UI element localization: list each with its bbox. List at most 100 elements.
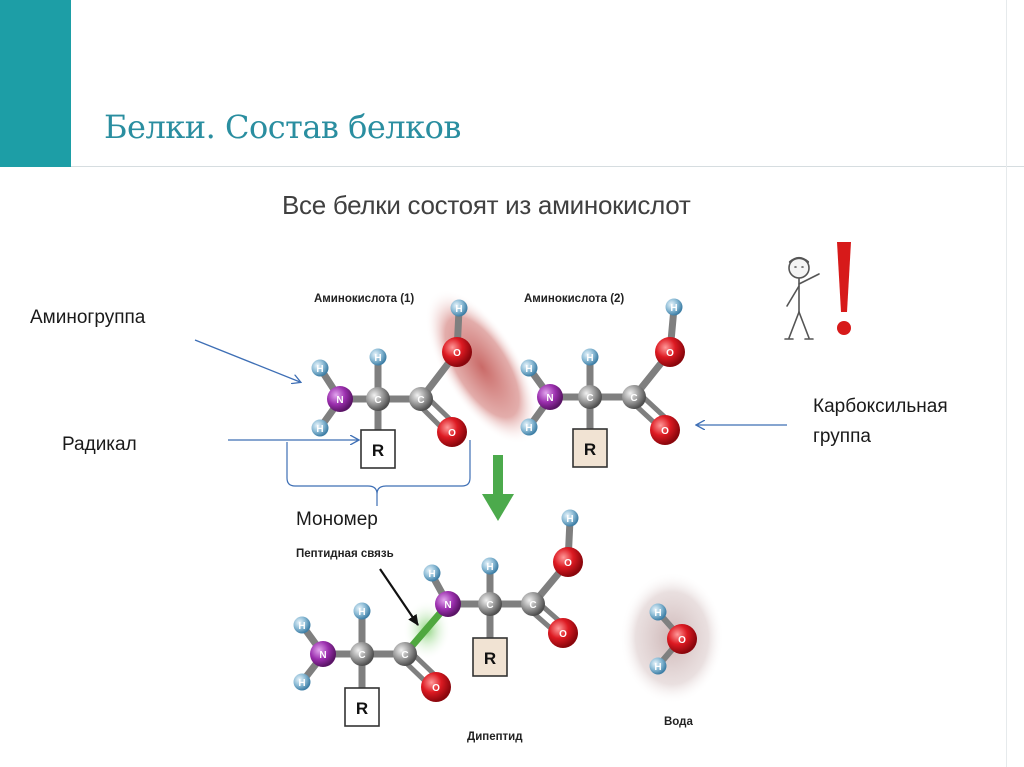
svg-text:N: N xyxy=(546,393,553,404)
svg-text:H: H xyxy=(525,364,532,375)
svg-text:R: R xyxy=(484,649,496,668)
amino-acid-2-bonds xyxy=(525,304,678,434)
oxygen-atom: O xyxy=(553,547,583,577)
svg-text:O: O xyxy=(448,428,456,439)
oxygen-atom: O xyxy=(667,624,697,654)
svg-text:C: C xyxy=(417,395,424,406)
accent-bar xyxy=(0,0,71,167)
carbon-atom: C xyxy=(478,592,502,616)
amino-group-label: Аминогруппа xyxy=(30,307,146,328)
water-molecule: H H O xyxy=(649,603,697,675)
svg-text:C: C xyxy=(401,650,408,661)
hydrogen-atom: H xyxy=(353,602,371,620)
header-divider xyxy=(71,166,1024,167)
monomer-brace xyxy=(286,440,471,506)
svg-text:H: H xyxy=(358,607,365,618)
reaction-highlight xyxy=(425,289,539,445)
svg-text:C: C xyxy=(630,393,637,404)
nitrogen-atom: N xyxy=(327,386,353,412)
radical-box: R xyxy=(472,637,508,677)
svg-text:O: O xyxy=(678,635,686,646)
hydrogen-atom: H xyxy=(665,298,683,316)
svg-text:H: H xyxy=(586,353,593,364)
svg-text:N: N xyxy=(444,600,451,611)
svg-text:O: O xyxy=(559,629,567,640)
dipeptide-caption: Дипептид xyxy=(467,731,523,743)
hydrogen-atom: H xyxy=(311,419,329,437)
monomer-label: Мономер xyxy=(296,509,378,530)
svg-text:C: C xyxy=(358,650,365,661)
hydrogen-atom: H xyxy=(561,509,579,527)
carbon-atom: C xyxy=(578,385,602,409)
carbon-atom: C xyxy=(393,642,417,666)
reaction-arrow xyxy=(482,455,514,521)
svg-text:O: O xyxy=(453,348,461,359)
svg-text:H: H xyxy=(486,562,493,573)
right-edge-line xyxy=(1006,0,1007,767)
exclamation-icon xyxy=(837,242,851,335)
amino-acid-2-caption: Аминокислота (2) xyxy=(524,293,624,305)
svg-text:C: C xyxy=(486,600,493,611)
hydrogen-atom: H xyxy=(450,299,468,317)
svg-text:H: H xyxy=(654,608,661,619)
svg-text:H: H xyxy=(374,353,381,364)
amino-acid-1-caption: Аминокислота (1) xyxy=(314,293,414,305)
amino-acid-2-atoms: H H N H C C O H O R xyxy=(520,298,685,468)
svg-text:O: O xyxy=(661,426,669,437)
peptide-bond-caption: Пептидная связь xyxy=(296,548,394,560)
svg-text:H: H xyxy=(525,423,532,434)
carboxyl-label-line2: группа xyxy=(813,426,871,447)
svg-text:C: C xyxy=(529,600,536,611)
hydrogen-atom: H xyxy=(311,359,329,377)
radical-box: R xyxy=(572,428,608,468)
svg-text:H: H xyxy=(670,303,677,314)
hydrogen-atom: H xyxy=(369,348,387,366)
stick-figure-icon xyxy=(784,256,820,340)
hydrogen-atom: H xyxy=(649,603,667,621)
hydrogen-atom: H xyxy=(293,616,311,634)
nitrogen-atom: N xyxy=(435,591,461,617)
carboxyl-label-line1: Карбоксильная xyxy=(813,396,948,417)
svg-text:R: R xyxy=(584,440,596,459)
svg-text:H: H xyxy=(298,621,305,632)
svg-text:N: N xyxy=(336,395,343,406)
hydrogen-atom: H xyxy=(649,657,667,675)
radical-box: R xyxy=(360,429,396,469)
svg-text:H: H xyxy=(428,569,435,580)
oxygen-atom: O xyxy=(421,672,451,702)
svg-text:O: O xyxy=(666,348,674,359)
hydrogen-atom: H xyxy=(481,557,499,575)
svg-text:R: R xyxy=(372,441,384,460)
amino-group-pointer xyxy=(194,339,300,382)
svg-text:O: O xyxy=(432,683,440,694)
dipeptide-atoms: H H N H C C O R H N H C C O H O R xyxy=(293,509,583,727)
attention-figure xyxy=(784,242,851,340)
carbon-atom: C xyxy=(521,592,545,616)
carbon-atom: C xyxy=(622,385,646,409)
nitrogen-atom: N xyxy=(537,384,563,410)
oxygen-atom: O xyxy=(548,618,578,648)
hydrogen-atom: H xyxy=(581,348,599,366)
svg-text:H: H xyxy=(316,424,323,435)
svg-text:C: C xyxy=(374,395,381,406)
radical-box: R xyxy=(344,687,380,727)
hydrogen-atom: H xyxy=(423,564,441,582)
svg-text:H: H xyxy=(298,678,305,689)
peptide-bond-pointer xyxy=(379,568,419,626)
water-caption: Вода xyxy=(664,716,693,728)
svg-text:H: H xyxy=(654,662,661,673)
oxygen-atom: O xyxy=(655,337,685,367)
oxygen-atom: O xyxy=(650,415,680,445)
hydrogen-atom: H xyxy=(520,359,538,377)
svg-text:O: O xyxy=(564,558,572,569)
svg-text:H: H xyxy=(566,514,573,525)
slide-title: Белки. Состав белков xyxy=(104,108,461,146)
carbon-atom: C xyxy=(350,642,374,666)
radical-label: Радикал xyxy=(62,434,137,455)
hydrogen-atom: H xyxy=(293,673,311,691)
carbon-atom: C xyxy=(366,387,390,411)
amino-acid-1-atoms: H H N H C C O H O R xyxy=(311,299,472,469)
oxygen-atom: O xyxy=(437,417,467,447)
